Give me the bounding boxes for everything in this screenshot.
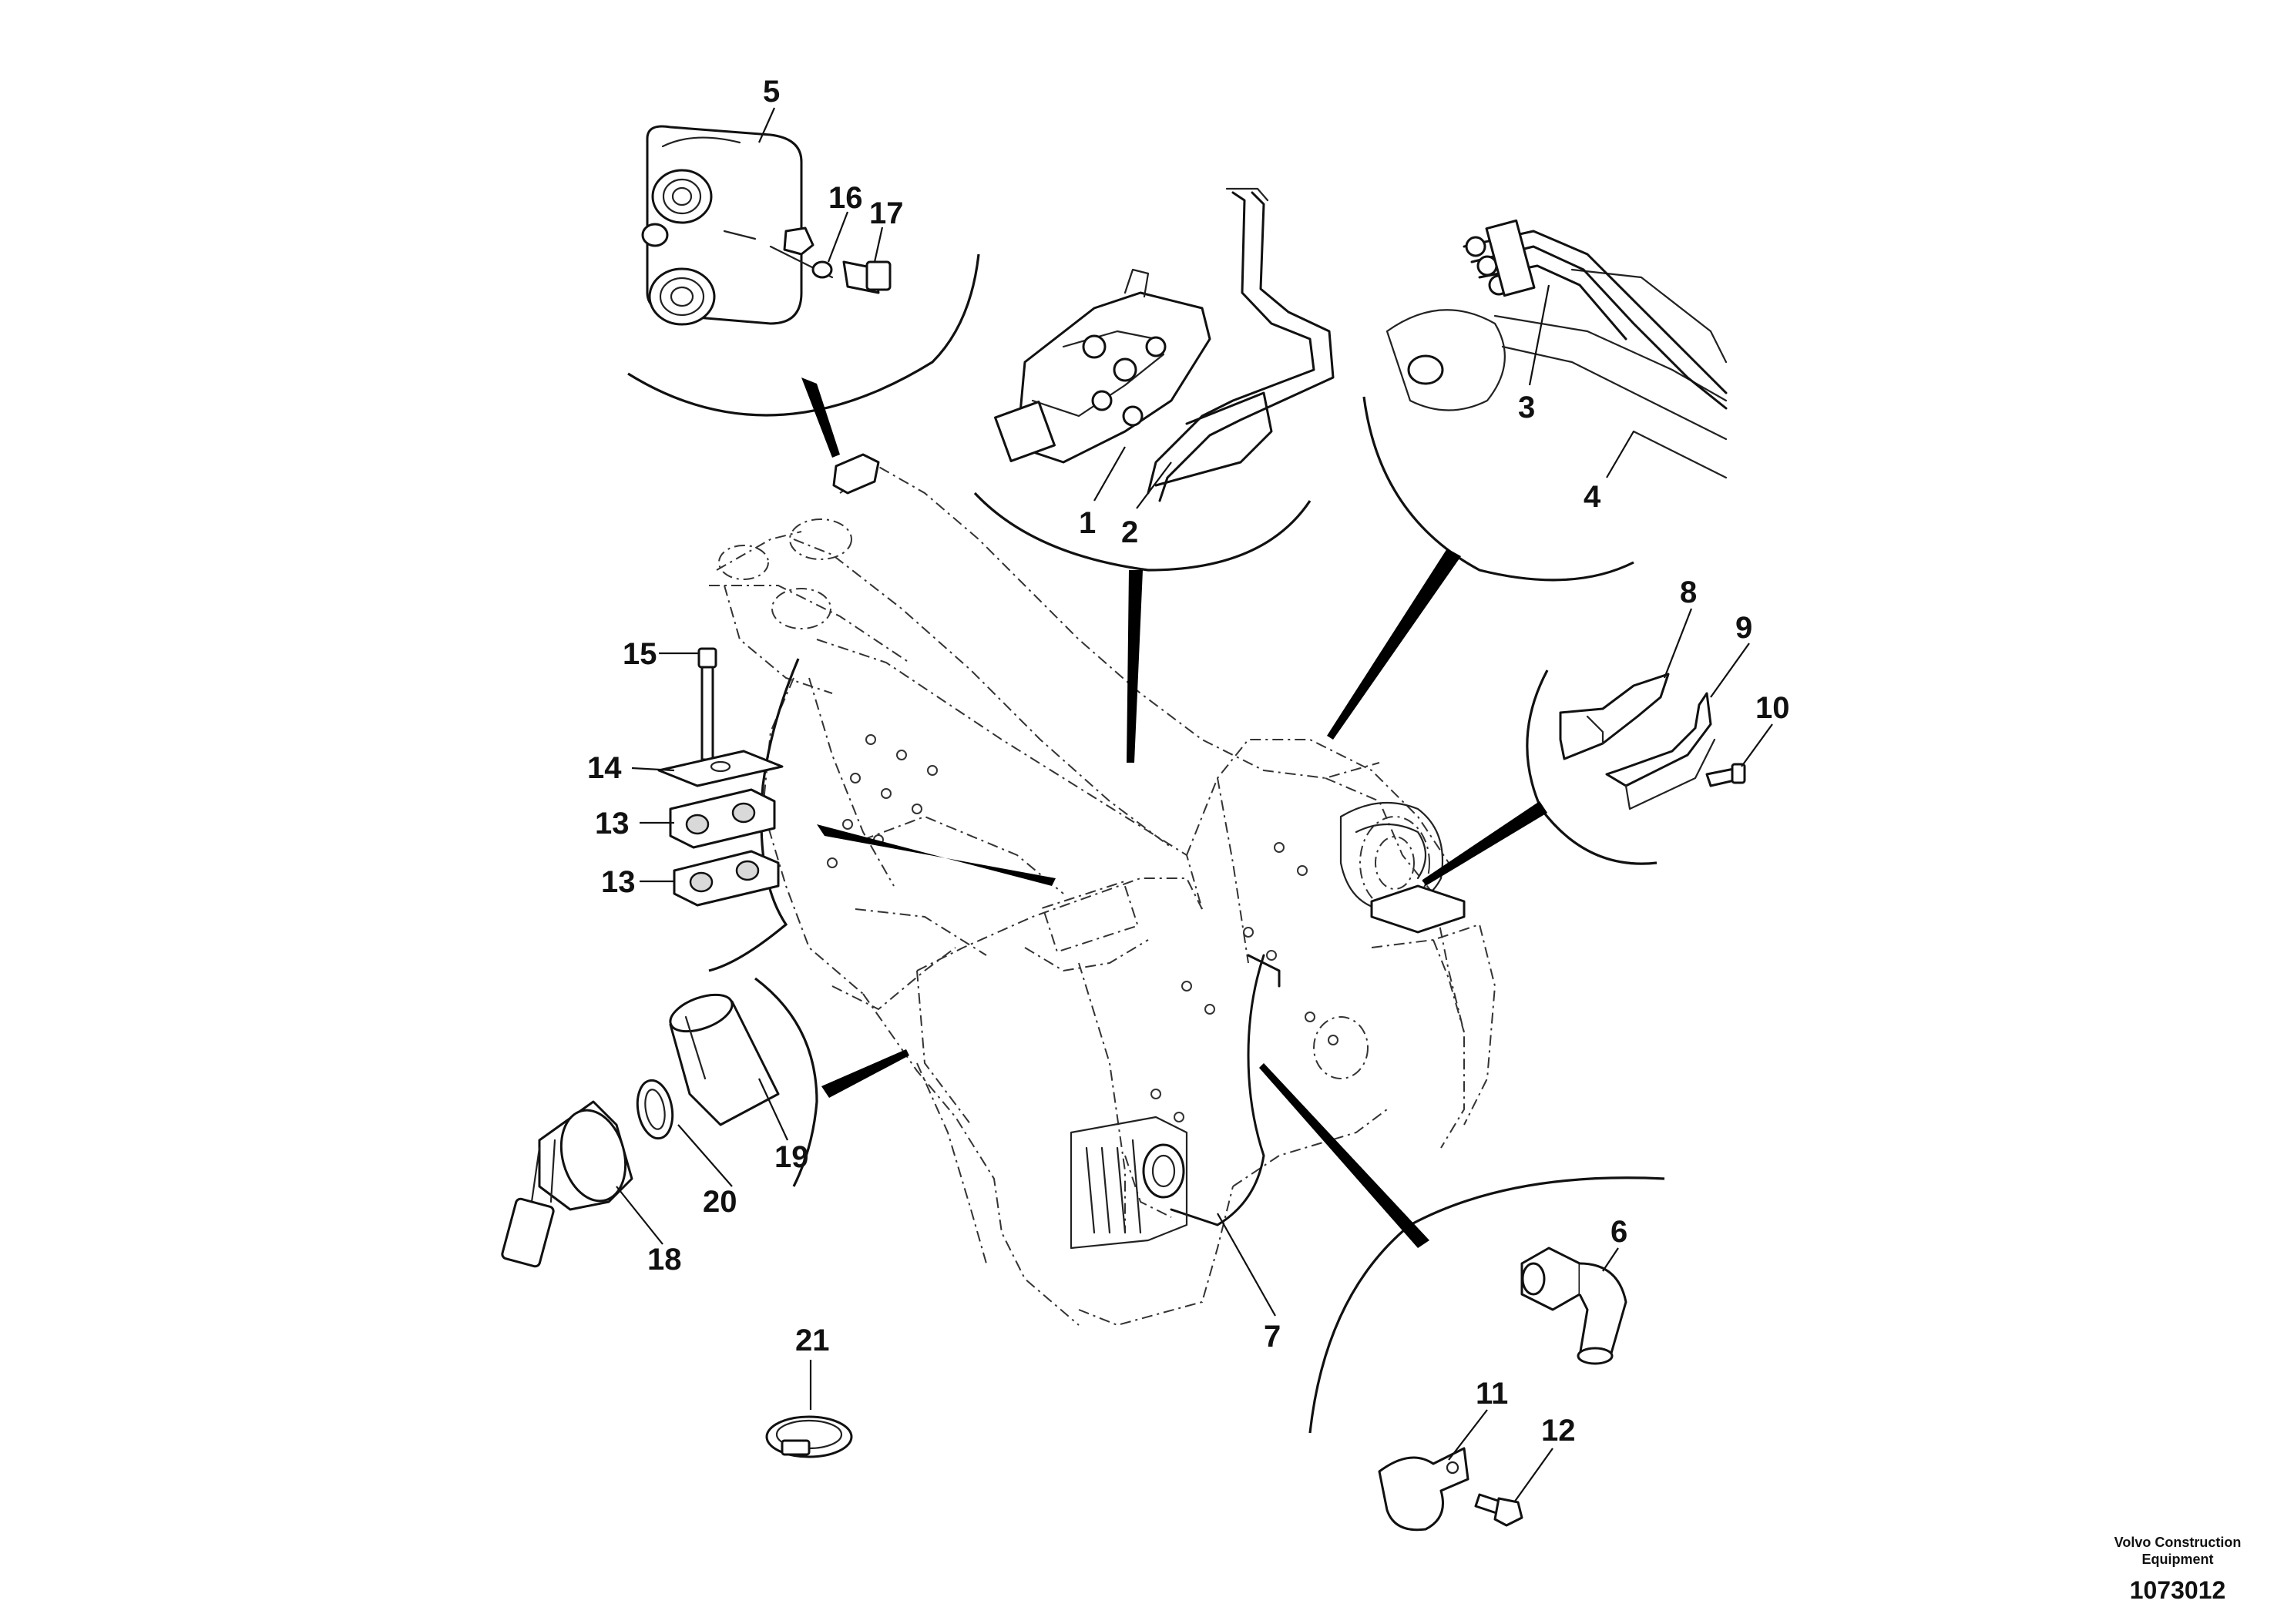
part-4-arm xyxy=(1385,268,1728,479)
part-2-pipes xyxy=(1147,187,1335,502)
callout-5: 5 xyxy=(763,75,780,109)
part-1-valve xyxy=(994,268,1211,464)
callout-16: 16 xyxy=(828,181,863,215)
detail-arcs xyxy=(627,253,1665,1434)
part-3-hoses xyxy=(1463,219,1728,410)
callout-14: 14 xyxy=(587,751,622,785)
part-9-bracket xyxy=(1605,692,1716,810)
callout-20: 20 xyxy=(703,1185,737,1219)
callout-leaders xyxy=(616,107,1773,1503)
title-block: Volvo Construction Equipment 1073012 xyxy=(2114,1535,2242,1604)
part-8-bracket xyxy=(1559,673,1670,760)
main-frame xyxy=(709,453,1496,1327)
part-5-coupler xyxy=(641,125,834,326)
callout-4: 4 xyxy=(1584,480,1601,514)
callout-13-lower: 13 xyxy=(601,865,636,899)
callout-labels: 1 2 3 4 5 6 7 8 9 10 11 12 13 13 14 15 1… xyxy=(587,75,1790,1448)
part-16-washer xyxy=(811,260,833,279)
part-6-elbow xyxy=(1520,1247,1627,1365)
company-name-line2: Equipment xyxy=(2142,1552,2214,1567)
company-name-line1: Volvo Construction xyxy=(2114,1535,2242,1550)
callout-3: 3 xyxy=(1518,391,1535,424)
frame-holes xyxy=(827,734,1338,1122)
callout-6: 6 xyxy=(1611,1215,1627,1249)
part-19-sleeve xyxy=(669,993,780,1126)
callout-21: 21 xyxy=(795,1324,830,1357)
part-13-clamp-lower xyxy=(673,850,780,907)
callout-8: 8 xyxy=(1680,575,1697,609)
callout-19: 19 xyxy=(774,1140,809,1174)
callout-1: 1 xyxy=(1079,506,1096,540)
part-15-bolt xyxy=(697,647,717,761)
callout-15: 15 xyxy=(623,637,657,671)
callout-10: 10 xyxy=(1755,691,1790,725)
part-11-p-clip xyxy=(1378,1447,1469,1532)
callout-2: 2 xyxy=(1121,515,1138,549)
callout-11: 11 xyxy=(1476,1377,1508,1411)
part-20-ring xyxy=(636,1079,674,1140)
callout-18: 18 xyxy=(647,1243,682,1277)
part-17-bolt xyxy=(842,260,892,294)
part-21-hose-clamp xyxy=(765,1415,853,1458)
callout-12: 12 xyxy=(1541,1414,1576,1448)
callout-13-upper: 13 xyxy=(595,807,630,841)
callout-7: 7 xyxy=(1264,1320,1281,1354)
part-12-bolt xyxy=(1474,1493,1523,1527)
part-14-plate xyxy=(657,750,784,787)
part-18-housing xyxy=(501,1100,633,1268)
part-10-bolt xyxy=(1705,763,1746,787)
drawing-number: 1073012 xyxy=(2130,1576,2226,1604)
part-13-clamp-upper xyxy=(669,788,776,849)
callout-9: 9 xyxy=(1735,611,1752,645)
callout-17: 17 xyxy=(869,196,904,230)
